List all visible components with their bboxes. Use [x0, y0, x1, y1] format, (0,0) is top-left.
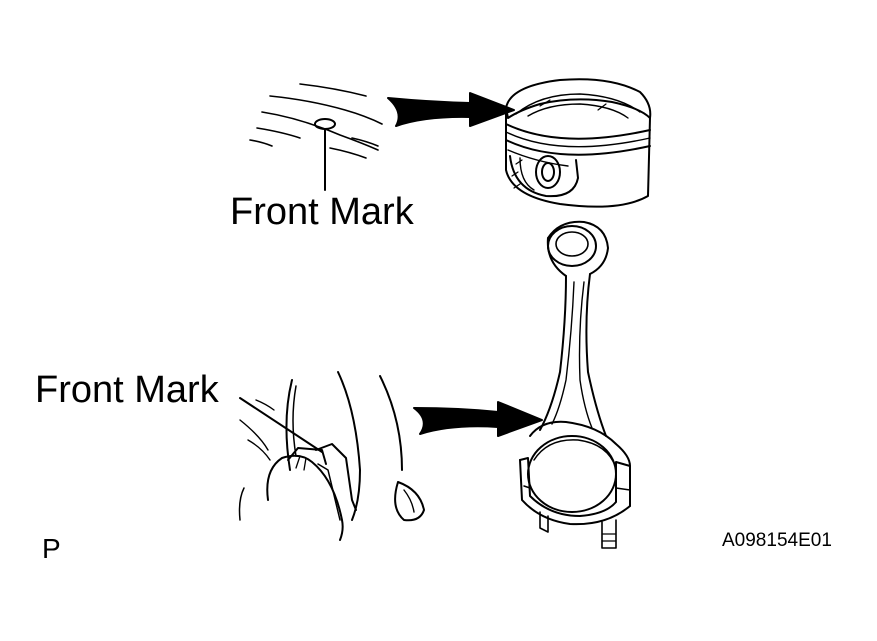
figure-code: A098154E01: [722, 530, 832, 551]
piston-crown-detail: [250, 84, 382, 158]
connecting-rod: [520, 222, 630, 548]
piston-front-mark-label: Front Mark: [230, 191, 414, 233]
rod-front-mark-label: Front Mark: [35, 369, 219, 411]
rod-front-mark-leader: [240, 398, 322, 452]
piston-front-mark-dimple: [315, 119, 335, 129]
view-letter: P: [42, 533, 61, 564]
rod-big-end-detail: [240, 372, 425, 540]
arrow-to-rod: [414, 402, 542, 436]
piston: [506, 79, 650, 206]
arrow-to-piston: [388, 93, 514, 126]
